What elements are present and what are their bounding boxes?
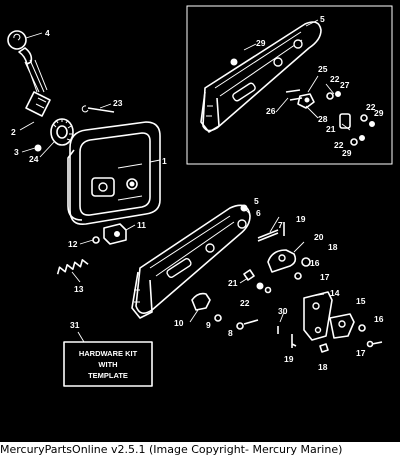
hardware-kit-frame bbox=[63, 341, 153, 387]
callout-8: 8 bbox=[228, 328, 233, 338]
control-handle bbox=[7, 30, 51, 117]
callout-18-b: 18 bbox=[318, 362, 328, 372]
callout-5-inset: 5 bbox=[320, 14, 325, 24]
parts-diagram: HARDWARE KIT WITH TEMPLATE 4 23 2 3 bbox=[0, 0, 400, 442]
callout-28: 28 bbox=[318, 114, 328, 124]
hardware-kit-line1: HARDWARE KIT bbox=[79, 349, 138, 358]
exploded-view-svg: HARDWARE KIT WITH TEMPLATE 4 23 2 3 bbox=[7, 5, 393, 387]
callout-21-inset: 21 bbox=[326, 124, 336, 134]
callout-5: 5 bbox=[254, 196, 259, 206]
hardware-kit-line3: TEMPLATE bbox=[88, 371, 128, 380]
inset-mounting-plate bbox=[200, 21, 322, 133]
callout-22-inset-a: 22 bbox=[330, 74, 340, 84]
leader-lines bbox=[19, 19, 351, 343]
callout-16-b: 16 bbox=[374, 314, 384, 324]
spring-13 bbox=[56, 259, 89, 275]
callout-15: 15 bbox=[356, 296, 366, 306]
callout-29-inset-b: 29 bbox=[374, 108, 384, 118]
callout-numbers: 4 23 2 3 24 1 11 12 13 5 29 25 22 27 26 … bbox=[11, 14, 384, 372]
cable-bracket-14-15 bbox=[291, 291, 383, 353]
mounting-plate bbox=[131, 204, 251, 319]
callout-22-inset-c: 22 bbox=[334, 140, 344, 150]
callout-26: 26 bbox=[266, 106, 276, 116]
callout-7: 7 bbox=[278, 220, 283, 230]
callout-3: 3 bbox=[14, 147, 19, 157]
callout-22-inset-b: 22 bbox=[366, 102, 376, 112]
copyright-caption: MercuryPartsOnline v2.5.1 (Image Copyrig… bbox=[0, 442, 400, 458]
callout-14: 14 bbox=[330, 288, 340, 298]
callout-6: 6 bbox=[256, 208, 261, 218]
callout-17: 17 bbox=[320, 272, 330, 282]
callout-9: 9 bbox=[206, 320, 211, 330]
callout-29-inset-c: 29 bbox=[342, 148, 352, 158]
callout-22: 22 bbox=[240, 298, 250, 308]
callout-11: 11 bbox=[137, 220, 146, 230]
callout-12: 12 bbox=[68, 239, 78, 249]
callout-21: 21 bbox=[228, 278, 238, 288]
inset-detail-frame bbox=[186, 5, 393, 165]
pin-23 bbox=[81, 105, 115, 113]
callout-13: 13 bbox=[74, 284, 84, 294]
callout-31: 31 bbox=[70, 320, 80, 330]
neutral-lock-11 bbox=[103, 223, 127, 245]
plate-small-parts bbox=[191, 204, 311, 334]
callout-19-b: 19 bbox=[284, 354, 294, 364]
callout-17-b: 17 bbox=[356, 348, 366, 358]
callout-19: 19 bbox=[296, 214, 306, 224]
callout-23: 23 bbox=[113, 98, 123, 108]
callout-2: 2 bbox=[11, 127, 16, 137]
control-housing bbox=[67, 121, 161, 226]
callout-24: 24 bbox=[29, 154, 39, 164]
callout-4: 4 bbox=[45, 28, 50, 38]
callout-29-inset: 29 bbox=[256, 38, 266, 48]
screw-3 bbox=[34, 144, 42, 152]
inset-small-parts bbox=[230, 58, 375, 146]
callout-25: 25 bbox=[318, 64, 328, 74]
hardware-kit-box: HARDWARE KIT WITH TEMPLATE bbox=[63, 341, 153, 387]
callout-30: 30 bbox=[278, 306, 288, 316]
friction-ring bbox=[50, 118, 74, 146]
hardware-kit-line2: WITH bbox=[98, 360, 117, 369]
pin-12 bbox=[92, 236, 100, 244]
callout-27: 27 bbox=[340, 80, 350, 90]
callout-20: 20 bbox=[314, 232, 324, 242]
callout-1: 1 bbox=[162, 156, 167, 166]
callout-10: 10 bbox=[174, 318, 184, 328]
callout-18: 18 bbox=[328, 242, 338, 252]
callout-16: 16 bbox=[310, 258, 320, 268]
